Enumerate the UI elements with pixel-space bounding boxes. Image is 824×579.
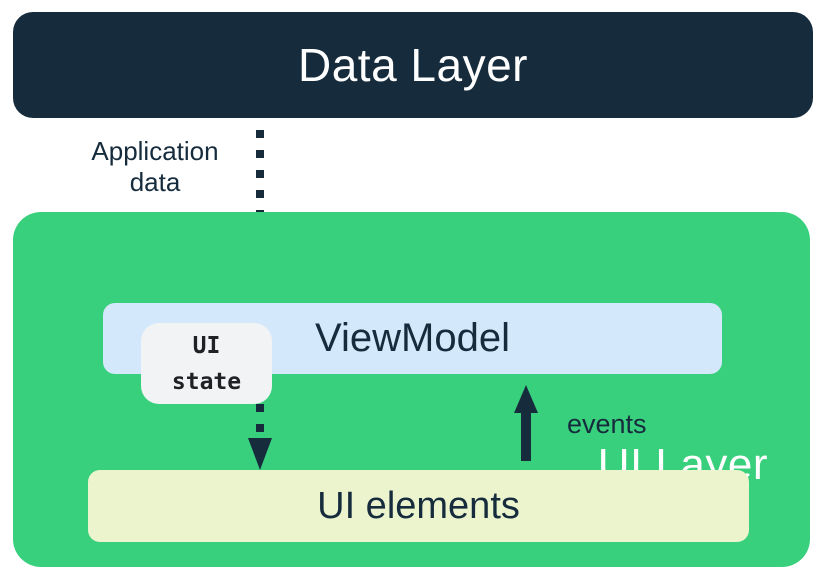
events-label: events <box>567 409 647 439</box>
data-layer-label: Data Layer <box>297 39 528 91</box>
ui-state-chip: UI state <box>141 323 272 404</box>
events-arrowhead-up-icon <box>514 385 538 413</box>
events-arrow-line <box>521 410 531 461</box>
ui-state-chip-line2: state <box>171 368 242 395</box>
ui-elements-label: UI elements <box>317 484 520 527</box>
ui-state-arrowhead-down-icon <box>248 438 272 470</box>
application-data-dotted-arrow-line <box>256 130 264 264</box>
ui-elements-box: UI elements <box>88 470 749 542</box>
application-data-label-line1: Application <box>91 136 219 166</box>
application-data-label-line2: data <box>129 167 181 197</box>
ui-state-dotted-arrow-line <box>256 404 264 436</box>
application-data-label: Application data <box>55 136 255 198</box>
viewmodel-label: ViewModel <box>315 316 510 360</box>
data-layer-box: Data Layer <box>13 12 813 118</box>
ui-state-chip-line1: UI <box>192 332 221 359</box>
